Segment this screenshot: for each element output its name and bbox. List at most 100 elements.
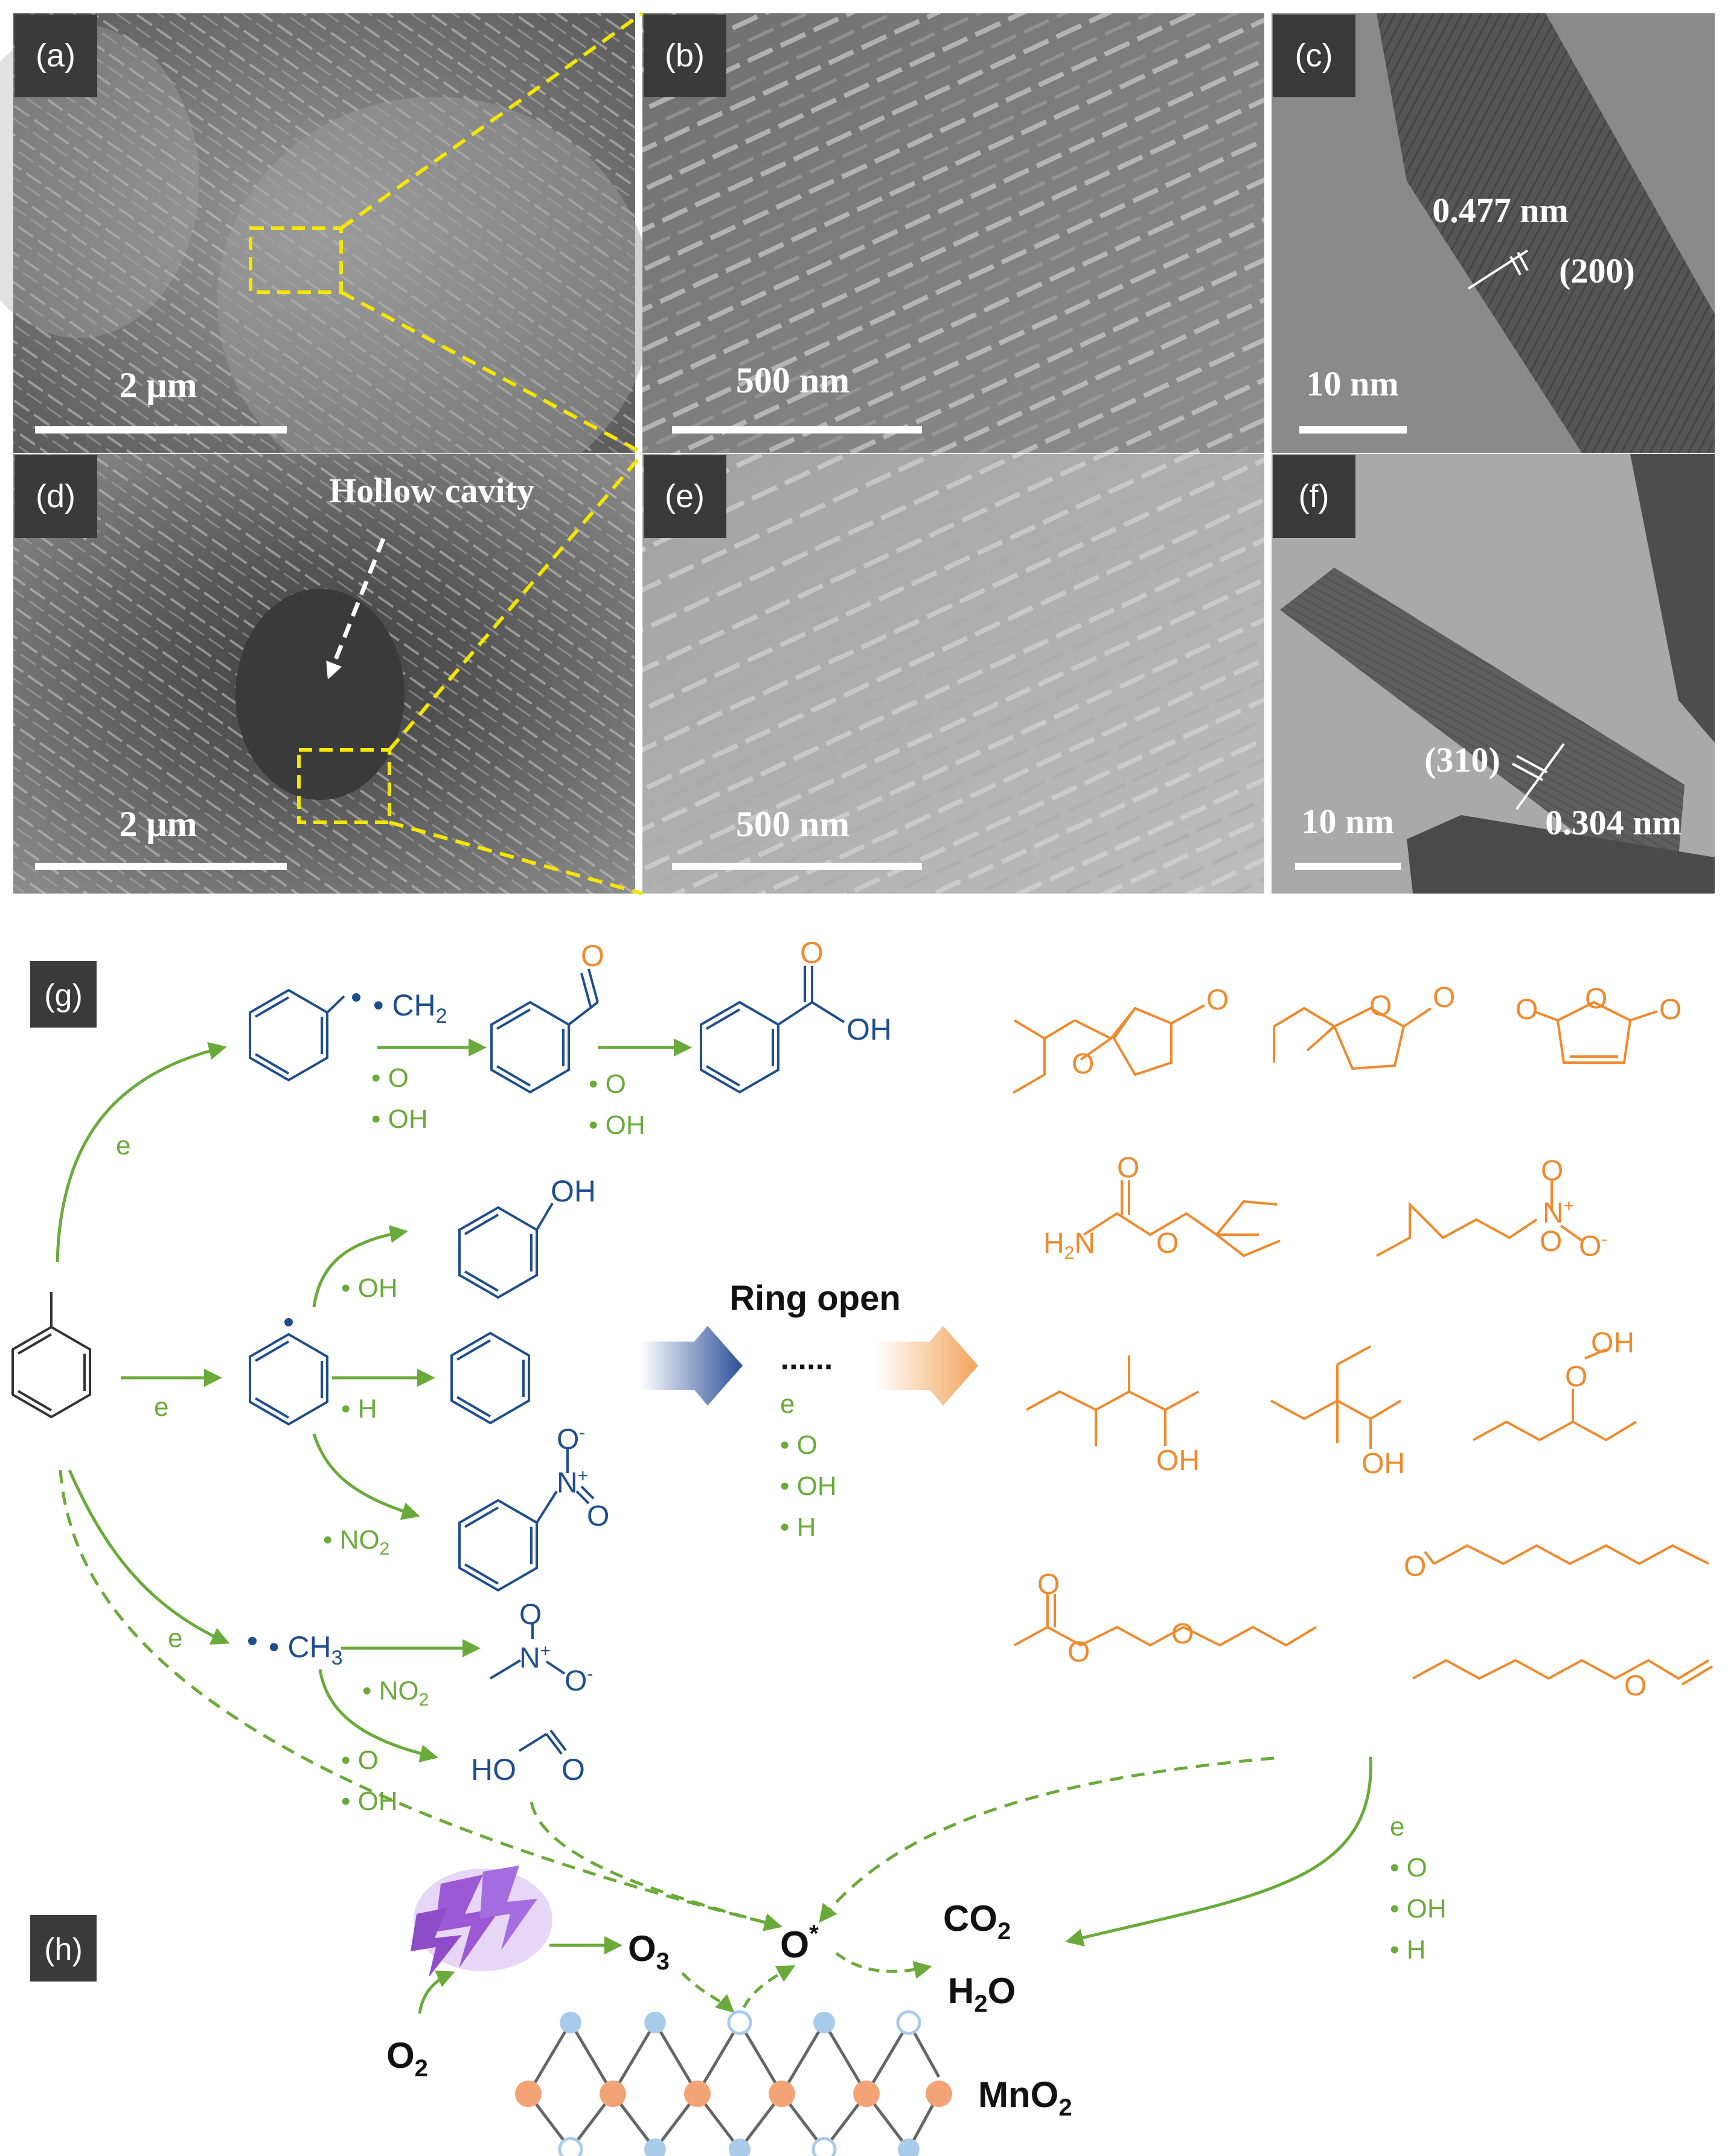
nitromethane: [489, 1624, 566, 1680]
svg-text:O: O: [587, 1500, 609, 1532]
svg-text:......: ......: [781, 1342, 833, 1377]
panel-g-label: (g): [44, 978, 83, 1013]
benzene: [450, 1331, 530, 1425]
panel-d: Hollow cavity (d) 2 μm: [13, 454, 635, 894]
panel-f-plane: (310): [1424, 740, 1500, 779]
svg-text:O: O: [1404, 1550, 1426, 1582]
svg-text:• O: • O: [780, 1430, 818, 1460]
benzaldehyde: [490, 968, 599, 1094]
svg-text:O: O: [1659, 994, 1682, 1026]
svg-text:• O: • O: [1390, 1853, 1427, 1883]
panel-f-scale: 10 nm: [1301, 802, 1394, 841]
svg-text:e: e: [1390, 1812, 1404, 1841]
svg-text:O: O: [800, 936, 824, 970]
svg-text:• OH: • OH: [341, 1787, 398, 1816]
svg-text:• NO2: • NO2: [362, 1676, 429, 1710]
svg-text:OH: OH: [1591, 1327, 1634, 1359]
phenyl-radical: [249, 1332, 328, 1426]
panel-f-label: (f): [1299, 478, 1330, 514]
panel-d-scale: 2 μm: [120, 804, 197, 844]
svg-text:O: O: [1541, 1155, 1563, 1187]
svg-text:O: O: [1117, 1152, 1139, 1184]
e-label-2: e: [154, 1392, 168, 1422]
panel-b: (b) 500 nm: [642, 13, 1264, 453]
svg-text:O: O: [1540, 1226, 1562, 1258]
panel-a-label: (a): [36, 37, 75, 74]
svg-text:• O: • O: [589, 1069, 626, 1099]
svg-text:O: O: [1624, 1670, 1646, 1702]
panel-b-label: (b): [665, 37, 705, 74]
zoom-lines: [340, 11, 644, 895]
panel-a: (a) 2 μm: [0, 13, 652, 507]
svg-text:O: O: [1206, 984, 1229, 1016]
svg-text:O2: O2: [386, 2035, 428, 2082]
svg-text:HO: HO: [471, 1753, 516, 1787]
panel-h-label: (h): [44, 1932, 83, 1967]
e-label-3: e: [168, 1623, 182, 1653]
phenol: [458, 1202, 554, 1299]
svg-text:O: O: [1072, 1048, 1094, 1080]
panel-c: (c) 0.477 nm (200) 10 nm: [1272, 13, 1715, 453]
e-label-1: e: [116, 1131, 130, 1160]
svg-text:O-: O-: [557, 1422, 585, 1456]
svg-text:O: O: [1171, 1618, 1194, 1650]
svg-text:• OH: • OH: [589, 1110, 645, 1140]
svg-text:H2O: H2O: [948, 1971, 1016, 2017]
svg-text:N+: N+: [557, 1466, 588, 1499]
svg-text:• CH3: • CH3: [269, 1630, 343, 1669]
plasma-h: (h) O2 O3 O* CO2 H2O: [30, 1866, 1072, 2156]
svg-text:O: O: [581, 939, 604, 973]
panel-c-label: (c): [1295, 37, 1333, 74]
panel-f: (f) (310) 0.304 nm 10 nm: [1272, 454, 1715, 894]
svg-text:OH: OH: [1362, 1448, 1405, 1480]
panel-d-label: (d): [36, 478, 75, 514]
svg-text:OH: OH: [846, 1012, 892, 1046]
svg-text:• H: • H: [780, 1512, 816, 1542]
svg-text:• OH: • OH: [371, 1104, 428, 1134]
nitrobenzene: [458, 1449, 595, 1592]
products: [1013, 1000, 1714, 1686]
svg-text:• H: • H: [1390, 1935, 1426, 1965]
svg-text:• OH: • OH: [341, 1273, 398, 1303]
panel-f-d-spacing: 0.304 nm: [1545, 803, 1682, 842]
panel-c-plane: (200): [1559, 251, 1635, 290]
svg-text:e: e: [780, 1389, 795, 1419]
plasma-discharge-icon: [411, 1866, 552, 1977]
svg-text:O3: O3: [628, 1928, 670, 1975]
panel-e: (e) 500 nm: [642, 454, 1264, 894]
ring-open-label: Ring open: [729, 1279, 901, 1318]
svg-text:OH: OH: [551, 1174, 596, 1208]
svg-text:• OH: • OH: [780, 1471, 837, 1501]
mno2-atoms: [515, 2010, 952, 2156]
scheme-g: (g) e e e • CH2 • O: [11, 936, 1714, 1965]
svg-text:O: O: [1369, 990, 1392, 1022]
panel-e-label: (e): [665, 478, 705, 514]
benzyl-ch2: • CH2: [373, 988, 447, 1028]
svg-text:O: O: [1515, 994, 1538, 1026]
svg-text:• O: • O: [371, 1063, 409, 1093]
svg-text:O: O: [1037, 1569, 1060, 1601]
svg-text:H2N: H2N: [1043, 1227, 1095, 1263]
svg-text:CO2: CO2: [943, 1898, 1011, 1945]
benzoic-acid: [700, 966, 845, 1094]
svg-text:• H: • H: [341, 1394, 377, 1424]
formic-acid: [518, 1729, 567, 1755]
panel-e-scale: 500 nm: [736, 804, 850, 844]
svg-text:OH: OH: [1156, 1445, 1200, 1477]
panel-b-scale: 500 nm: [736, 360, 850, 400]
benzyl-radical: [249, 988, 345, 1082]
svg-text:N+: N+: [519, 1641, 551, 1674]
svg-text:O-: O-: [565, 1664, 593, 1697]
panel-c-d-spacing: 0.477 nm: [1432, 191, 1569, 230]
svg-text:• O: • O: [341, 1745, 379, 1775]
panel-a-scale: 2 μm: [120, 365, 197, 405]
svg-text:• OH: • OH: [1390, 1894, 1447, 1924]
svg-text:O: O: [1433, 982, 1455, 1014]
svg-text:O: O: [562, 1753, 585, 1787]
svg-text:O*: O*: [780, 1921, 819, 1966]
svg-text:O: O: [1565, 1361, 1587, 1393]
hollow-cavity-annotation: Hollow cavity: [329, 471, 534, 510]
mno2-lattice: [526, 2019, 941, 2152]
toluene: [11, 1292, 91, 1419]
